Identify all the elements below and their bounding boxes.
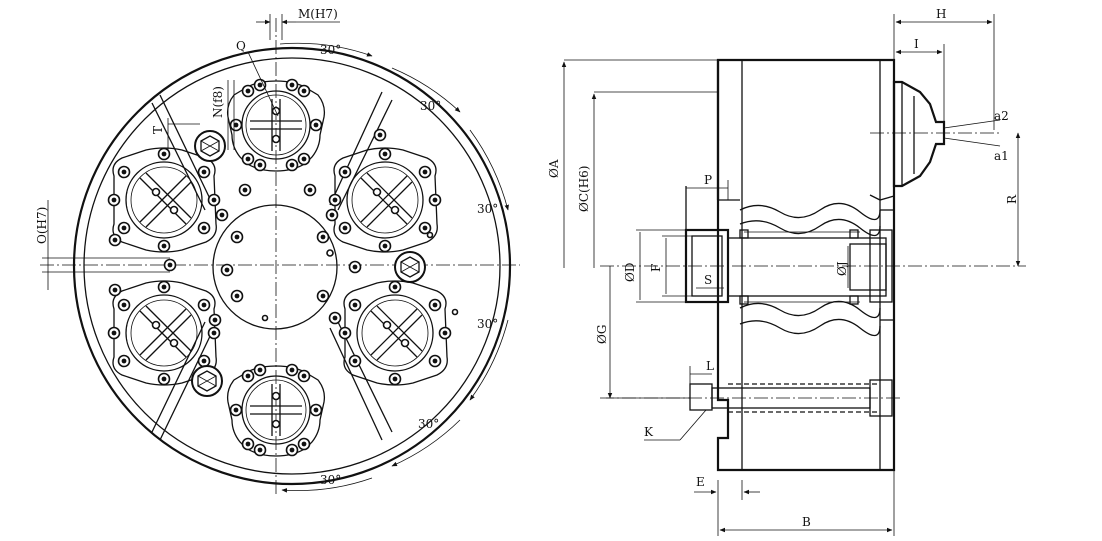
label-angle-r2: 30° bbox=[477, 317, 498, 331]
label-n: N(f8) bbox=[211, 86, 225, 118]
label-q: Q bbox=[236, 39, 246, 53]
label-m: M(H7) bbox=[298, 7, 338, 21]
front-view: M(H7) 30° 30° 30° 30° 30° 30° Q N(f8) T … bbox=[35, 7, 520, 496]
label-k: K bbox=[644, 425, 654, 439]
side-view: ØA ØC(H6) ØD F S ØJ ØG P L K bbox=[547, 7, 1026, 536]
label-angle-bottom: 30° bbox=[320, 473, 341, 487]
label-a: ØA bbox=[547, 159, 561, 178]
label-l: L bbox=[706, 359, 714, 373]
label-angle-r1: 30° bbox=[477, 202, 498, 216]
label-angle-top: 30° bbox=[320, 43, 341, 57]
label-j: ØJ bbox=[835, 261, 849, 276]
label-f: F bbox=[649, 264, 663, 272]
label-b: B bbox=[802, 515, 811, 529]
label-g: ØG bbox=[595, 325, 609, 344]
label-o: O(H7) bbox=[35, 207, 49, 244]
label-angle-tr: 30° bbox=[420, 99, 441, 113]
label-t: T bbox=[151, 126, 165, 134]
label-r: R bbox=[1005, 194, 1019, 204]
label-a2: a2 bbox=[994, 109, 1009, 123]
label-a1: a1 bbox=[994, 149, 1009, 163]
label-e: E bbox=[696, 475, 705, 489]
label-angle-br: 30° bbox=[418, 417, 439, 431]
label-c: ØC(H6) bbox=[577, 166, 591, 212]
label-p: P bbox=[704, 173, 712, 187]
label-s: S bbox=[704, 273, 712, 287]
label-d: ØD bbox=[623, 263, 637, 282]
label-i: I bbox=[914, 37, 919, 51]
label-h: H bbox=[936, 7, 946, 21]
